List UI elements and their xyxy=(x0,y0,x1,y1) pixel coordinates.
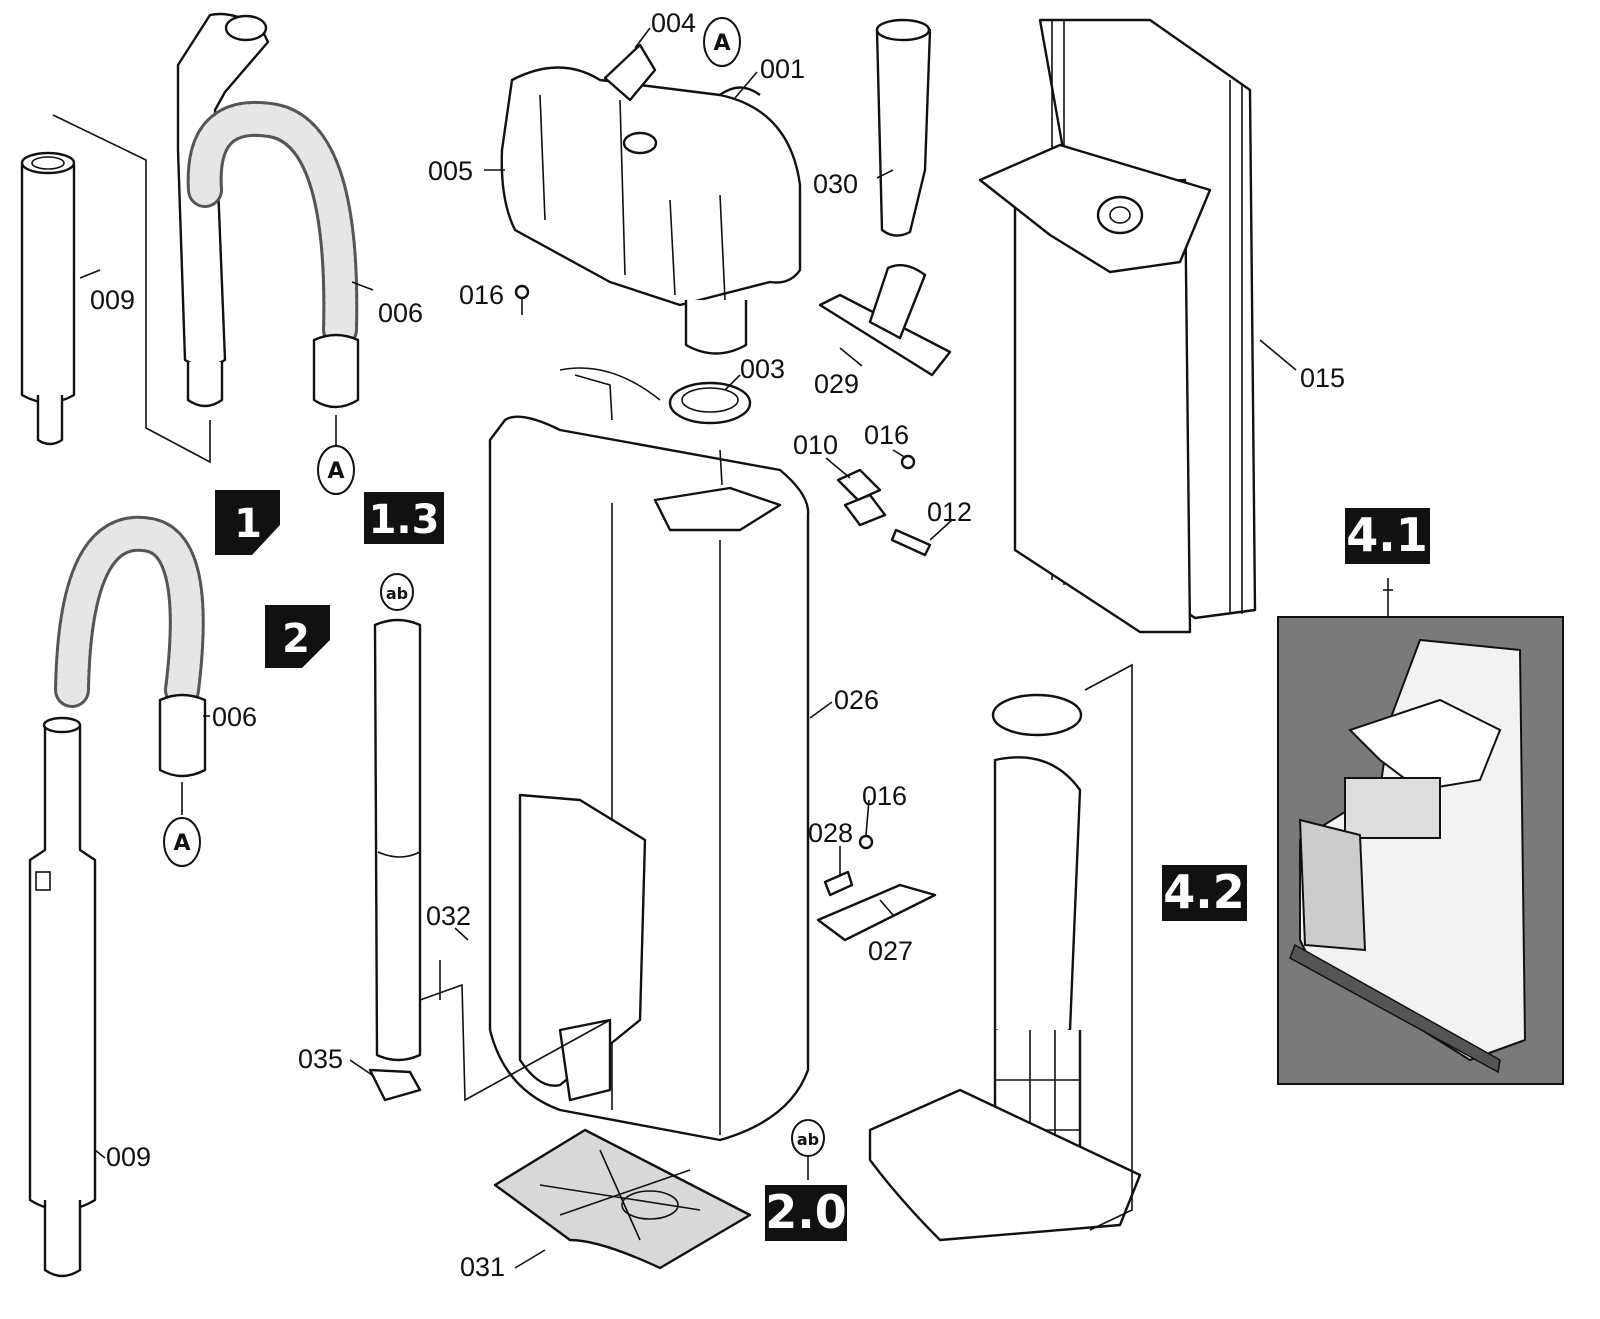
badge-2-0: 2.0 xyxy=(765,1185,847,1241)
upholstery-tool-029 xyxy=(818,264,952,377)
crevice-tool-030 xyxy=(875,18,932,237)
label-005: 005 xyxy=(428,156,473,186)
connector-ab-lower: ab xyxy=(791,1119,825,1157)
tube-009-top xyxy=(20,114,211,464)
label-027: 027 xyxy=(868,936,913,966)
label-029: 029 xyxy=(814,369,859,399)
label-035: 035 xyxy=(298,1044,343,1074)
badge-4-1-label: 4.1 xyxy=(1346,508,1428,562)
badge-2-0-label: 2.0 xyxy=(765,1185,847,1239)
connector-a-hose-top: A xyxy=(317,445,355,495)
badge-4-2: 4.2 xyxy=(1162,865,1247,921)
inset-4-1 xyxy=(1277,578,1564,1085)
label-028: 028 xyxy=(808,818,853,848)
connector-a-hose-lower: A xyxy=(163,817,201,867)
badge-4-1: 4.1 xyxy=(1345,508,1430,564)
label-032: 032 xyxy=(426,901,471,931)
base-plate-031 xyxy=(493,1128,752,1270)
label-006-top: 006 xyxy=(378,298,423,328)
ring-003 xyxy=(668,381,752,425)
connector-ab-upper-label: ab xyxy=(386,584,408,603)
badge-4-2-label: 4.2 xyxy=(1163,865,1245,919)
badge-2: 2 xyxy=(265,605,330,668)
label-009-top: 009 xyxy=(90,285,135,315)
top-cover-005 xyxy=(500,43,802,355)
badge-1-3-label: 1.3 xyxy=(369,497,440,543)
label-003: 003 xyxy=(740,354,785,384)
label-006-mid: 006 xyxy=(212,702,257,732)
connector-a-top-label: A xyxy=(713,31,730,56)
hose-handle-assembly xyxy=(176,12,360,448)
badge-1-3: 1.3 xyxy=(364,492,444,544)
label-009-bottom: 009 xyxy=(106,1142,151,1172)
connector-ab-upper: ab xyxy=(380,573,414,611)
connector-a-hose-lower-label: A xyxy=(173,831,190,856)
connector-a-top: A xyxy=(703,17,741,67)
label-004: 004 xyxy=(651,8,696,38)
label-016-c: 016 xyxy=(862,781,907,811)
leader-lines xyxy=(79,27,1297,1269)
clip-027-028 xyxy=(816,834,937,942)
connector-ab-lower-label: ab xyxy=(797,1130,819,1149)
badge-1: 1 xyxy=(215,490,280,555)
label-016-a: 016 xyxy=(459,280,504,310)
badge-1-label: 1 xyxy=(234,501,262,547)
label-015: 015 xyxy=(1300,363,1345,393)
filter-4-2 xyxy=(868,663,1142,1242)
main-housing-026 xyxy=(488,367,810,1142)
label-030: 030 xyxy=(813,169,858,199)
latch-parts-010-012 xyxy=(514,284,932,557)
label-012: 012 xyxy=(927,497,972,527)
label-026: 026 xyxy=(834,685,879,715)
label-031: 031 xyxy=(460,1252,505,1282)
pipe-1-3 xyxy=(368,618,611,1102)
label-010: 010 xyxy=(793,430,838,460)
tube-009-bottom xyxy=(28,716,97,1278)
dust-bags-015 xyxy=(978,18,1257,634)
hose-006-lower xyxy=(54,515,207,815)
label-001: 001 xyxy=(760,54,805,84)
connector-a-hose-top-label: A xyxy=(327,459,344,484)
part-number-labels: 004 001 005 030 009 006 016 003 029 015 … xyxy=(90,8,1345,1282)
badge-2-label: 2 xyxy=(282,616,310,662)
label-016-b: 016 xyxy=(864,420,909,450)
